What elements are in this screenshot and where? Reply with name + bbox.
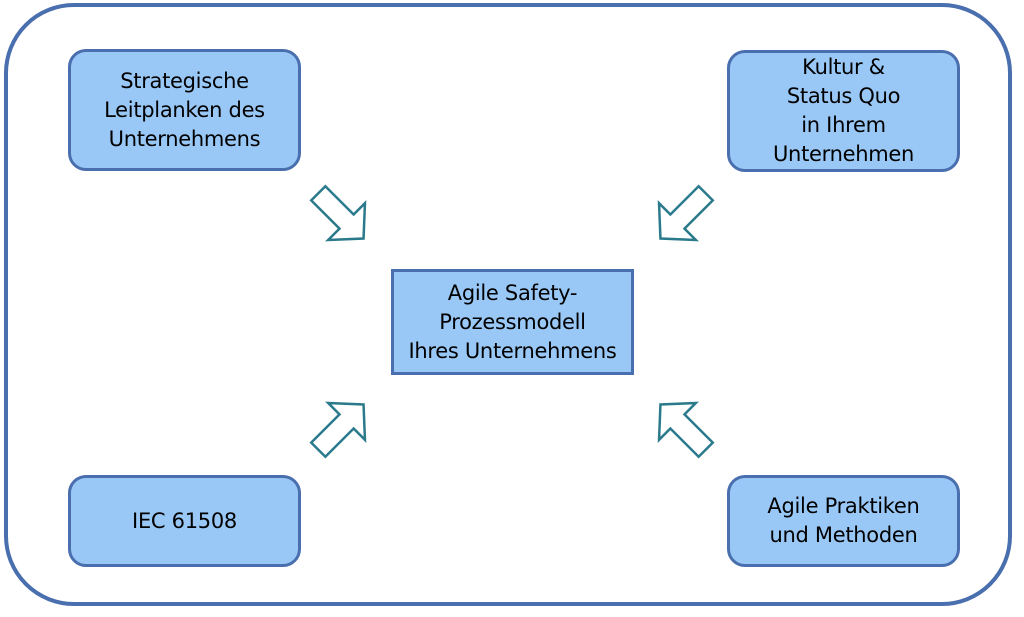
- box-culture-status-quo-label: Kultur & Status Quo in Ihrem Unternehmen: [772, 55, 915, 166]
- arrow-top-right-to-center: [657, 184, 715, 242]
- arrow-bottom-right-to-center: [657, 401, 715, 459]
- box-iec-61508: IEC 61508: [68, 475, 301, 567]
- box-strategic-guardrails: Strategische Leitplanken des Unternehmen…: [68, 49, 301, 171]
- box-strategic-guardrails-label: Strategische Leitplanken des Unternehmen…: [104, 68, 265, 151]
- box-agile-safety-process-model-label: Agile Safety- Prozessmodell Ihres Untern…: [408, 280, 617, 363]
- box-agile-safety-process-model: Agile Safety- Prozessmodell Ihres Untern…: [391, 269, 634, 375]
- box-agile-practices-label: Agile Praktiken und Methoden: [767, 494, 920, 547]
- arrow-bottom-left-to-center: [309, 401, 367, 459]
- arrow-top-left-to-center: [309, 184, 367, 242]
- box-culture-status-quo: Kultur & Status Quo in Ihrem Unternehmen: [727, 50, 960, 172]
- box-iec-61508-label: IEC 61508: [132, 508, 237, 533]
- box-agile-practices: Agile Praktiken und Methoden: [727, 475, 960, 567]
